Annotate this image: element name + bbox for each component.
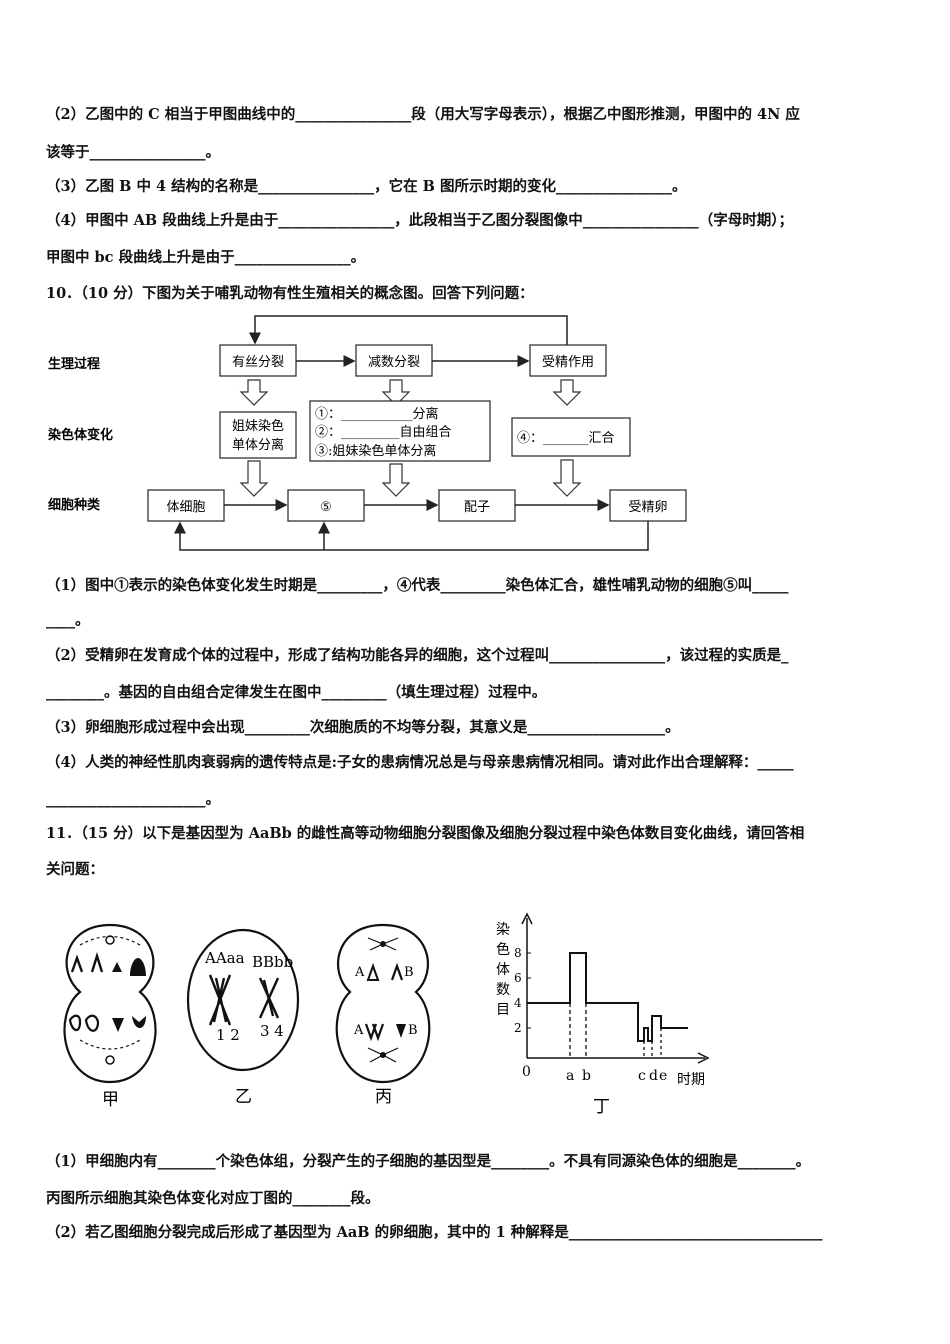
- ytick-2: 2: [514, 1021, 522, 1035]
- ytick-4: 4: [514, 996, 522, 1010]
- xtick-d: d: [649, 1068, 658, 1084]
- ylabel-2: 色: [496, 941, 510, 958]
- change-mid-1: ①：___________分离: [315, 406, 439, 422]
- label-bing: 丙: [375, 1087, 392, 1107]
- xtick-c: c: [638, 1068, 646, 1084]
- q10-p2-line1: （2）受精卵在发育成个体的过程中，形成了结构功能各异的细胞，这个过程叫_____…: [46, 647, 789, 664]
- xtick-e: e: [659, 1068, 667, 1084]
- q11-p2: （2）若乙图细胞分裂完成后形成了基因型为 AaB 的卵细胞，其中的 1 种解释是…: [46, 1224, 823, 1241]
- cell-division-figure: 甲 AAaa BBbb 1 2 3 4 乙 A B A B 丙 染 色 体: [63, 912, 710, 1117]
- change-right: ④：_______汇合: [517, 431, 615, 446]
- q10-p1-line2: ____。: [46, 612, 90, 629]
- change-left-line2: 单体分离: [232, 437, 284, 453]
- process-fertilization: 受精作用: [542, 355, 594, 370]
- q11-p1-line1: （1）甲细胞内有________个染色体组，分裂产生的子细胞的基因型是_____…: [46, 1153, 811, 1170]
- cell-five: ⑤: [320, 500, 332, 515]
- q9-p3: （3）乙图 B 中 4 结构的名称是________________，它在 B …: [46, 178, 687, 195]
- xlabel: 时期: [677, 1072, 705, 1088]
- origin-label: 0: [522, 1064, 531, 1080]
- q10-p4-line1: （4）人类的神经性肌肉衰弱病的遗传特点是:子女的患病情况总是与母亲患病情况相同。…: [46, 754, 794, 771]
- ylabel-4: 数: [496, 982, 510, 998]
- bing-top-b: B: [404, 965, 414, 980]
- q9-p2-line2: 该等于________________。: [46, 144, 220, 161]
- ytick-6: 6: [514, 971, 522, 985]
- cell-yi: AAaa BBbb 1 2 3 4: [186, 928, 300, 1072]
- cell-gamete: 配子: [464, 500, 490, 515]
- change-left-line1: 姐妹染色: [232, 418, 284, 434]
- q11-stem-line2: 关问题：: [46, 861, 104, 878]
- yi-nums-right: 3 4: [260, 1022, 284, 1040]
- q10-stem: 10．（10 分）下图为关于哺乳动物有性生殖相关的概念图。回答下列问题：: [46, 285, 534, 302]
- yi-nums-left: 1 2: [216, 1026, 240, 1044]
- ylabel-5: 目: [496, 1002, 510, 1018]
- bing-top-a: A: [354, 965, 365, 980]
- q10-p1-line1: （1）图中①表示的染色体变化发生时期是_________，④代表________…: [46, 577, 789, 594]
- process-mitosis: 有丝分裂: [232, 355, 284, 370]
- q11-p1-line2: 丙图所示细胞其染色体变化对应丁图的________段。: [46, 1190, 380, 1207]
- xtick-a: a: [566, 1068, 574, 1084]
- row-label-chromosome: 染色体变化: [47, 427, 113, 443]
- bing-bottom-b: B: [408, 1023, 418, 1038]
- yi-top-bb: BBbb: [252, 953, 293, 971]
- label-yi: 乙: [235, 1087, 252, 1107]
- ylabel-3: 体: [496, 962, 510, 978]
- q10-p4-line2: ______________________。: [46, 791, 220, 808]
- process-meiosis: 减数分裂: [368, 355, 420, 370]
- change-mid-3: ③:姐妹染色单体分离: [315, 443, 436, 459]
- change-mid-2: ②：_________自由组合: [315, 425, 452, 440]
- bing-bottom-a: A: [353, 1023, 364, 1038]
- chart-ding: 染 色 体 数 目 8 6 4 2 0 a b c d e 时期: [496, 912, 710, 1088]
- row-label-process: 生理过程: [48, 356, 100, 372]
- cell-jia: [63, 923, 157, 1084]
- xtick-b: b: [582, 1068, 591, 1084]
- q9-p4-line1: （4）甲图中 AB 段曲线上升是由于________________，此段相当于…: [46, 212, 793, 229]
- ylabel-1: 染: [496, 922, 510, 938]
- row-label-cell: 细胞种类: [48, 497, 101, 513]
- q9-p4-line2: 甲图中 bc 段曲线上升是由于________________。: [46, 249, 366, 266]
- cell-zygote: 受精卵: [628, 500, 667, 515]
- ytick-8: 8: [514, 946, 522, 960]
- yi-top-aa: AAaa: [204, 949, 245, 967]
- q10-p2-line2: ________。基因的自由组合定律发生在图中_________（填生理过程）过…: [46, 684, 547, 701]
- label-ding: 丁: [593, 1097, 610, 1117]
- cell-bing: A B A B: [335, 923, 431, 1084]
- cell-somatic: 体细胞: [166, 500, 205, 515]
- concept-map-diagram: 生理过程 染色体变化 细胞种类 有丝分裂 减数分裂 受精作用 姐妹染色 单体分离…: [47, 315, 687, 551]
- label-jia: 甲: [102, 1090, 119, 1110]
- q11-stem-line1: 11．（15 分）以下是基因型为 AaBb 的雌性高等动物细胞分裂图像及细胞分裂…: [46, 825, 805, 842]
- q10-p3: （3）卵细胞形成过程中会出现_________次细胞质的不均等分裂，其意义是__…: [46, 719, 680, 736]
- q9-p2-line1: （2）乙图中的 C 相当于甲图曲线中的________________段（用大写…: [46, 106, 800, 123]
